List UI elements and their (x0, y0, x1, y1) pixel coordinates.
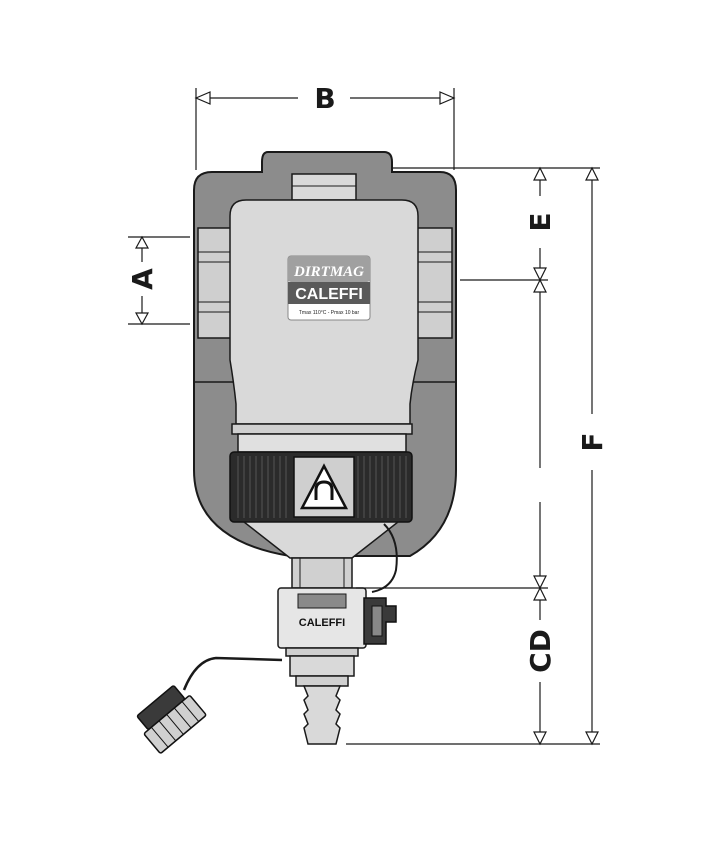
dimension-label-f: F (576, 432, 609, 451)
dimension-label-a: A (126, 268, 159, 290)
drain-valve: CALEFFI (277, 557, 397, 745)
dimension-label-e: E (524, 212, 557, 231)
label-plate: DIRTMAG CALEFFI Tmax 110°C - Pmax 10 bar (287, 255, 371, 321)
magnet-warning-icon (299, 463, 349, 510)
magnet-ring (229, 451, 413, 523)
drain-cap (136, 685, 207, 754)
dimension-lines (128, 88, 600, 746)
dimension-label-cd: CD (524, 629, 557, 673)
valve-brand: CALEFFI (299, 617, 345, 629)
separator-body (197, 173, 453, 453)
plate-brand: CALEFFI (295, 286, 363, 303)
product-name: DIRTMAG (293, 264, 364, 280)
plate-spec: Tmax 110°C - Pmax 10 bar (299, 310, 360, 316)
dimension-label-b: B (314, 82, 335, 115)
